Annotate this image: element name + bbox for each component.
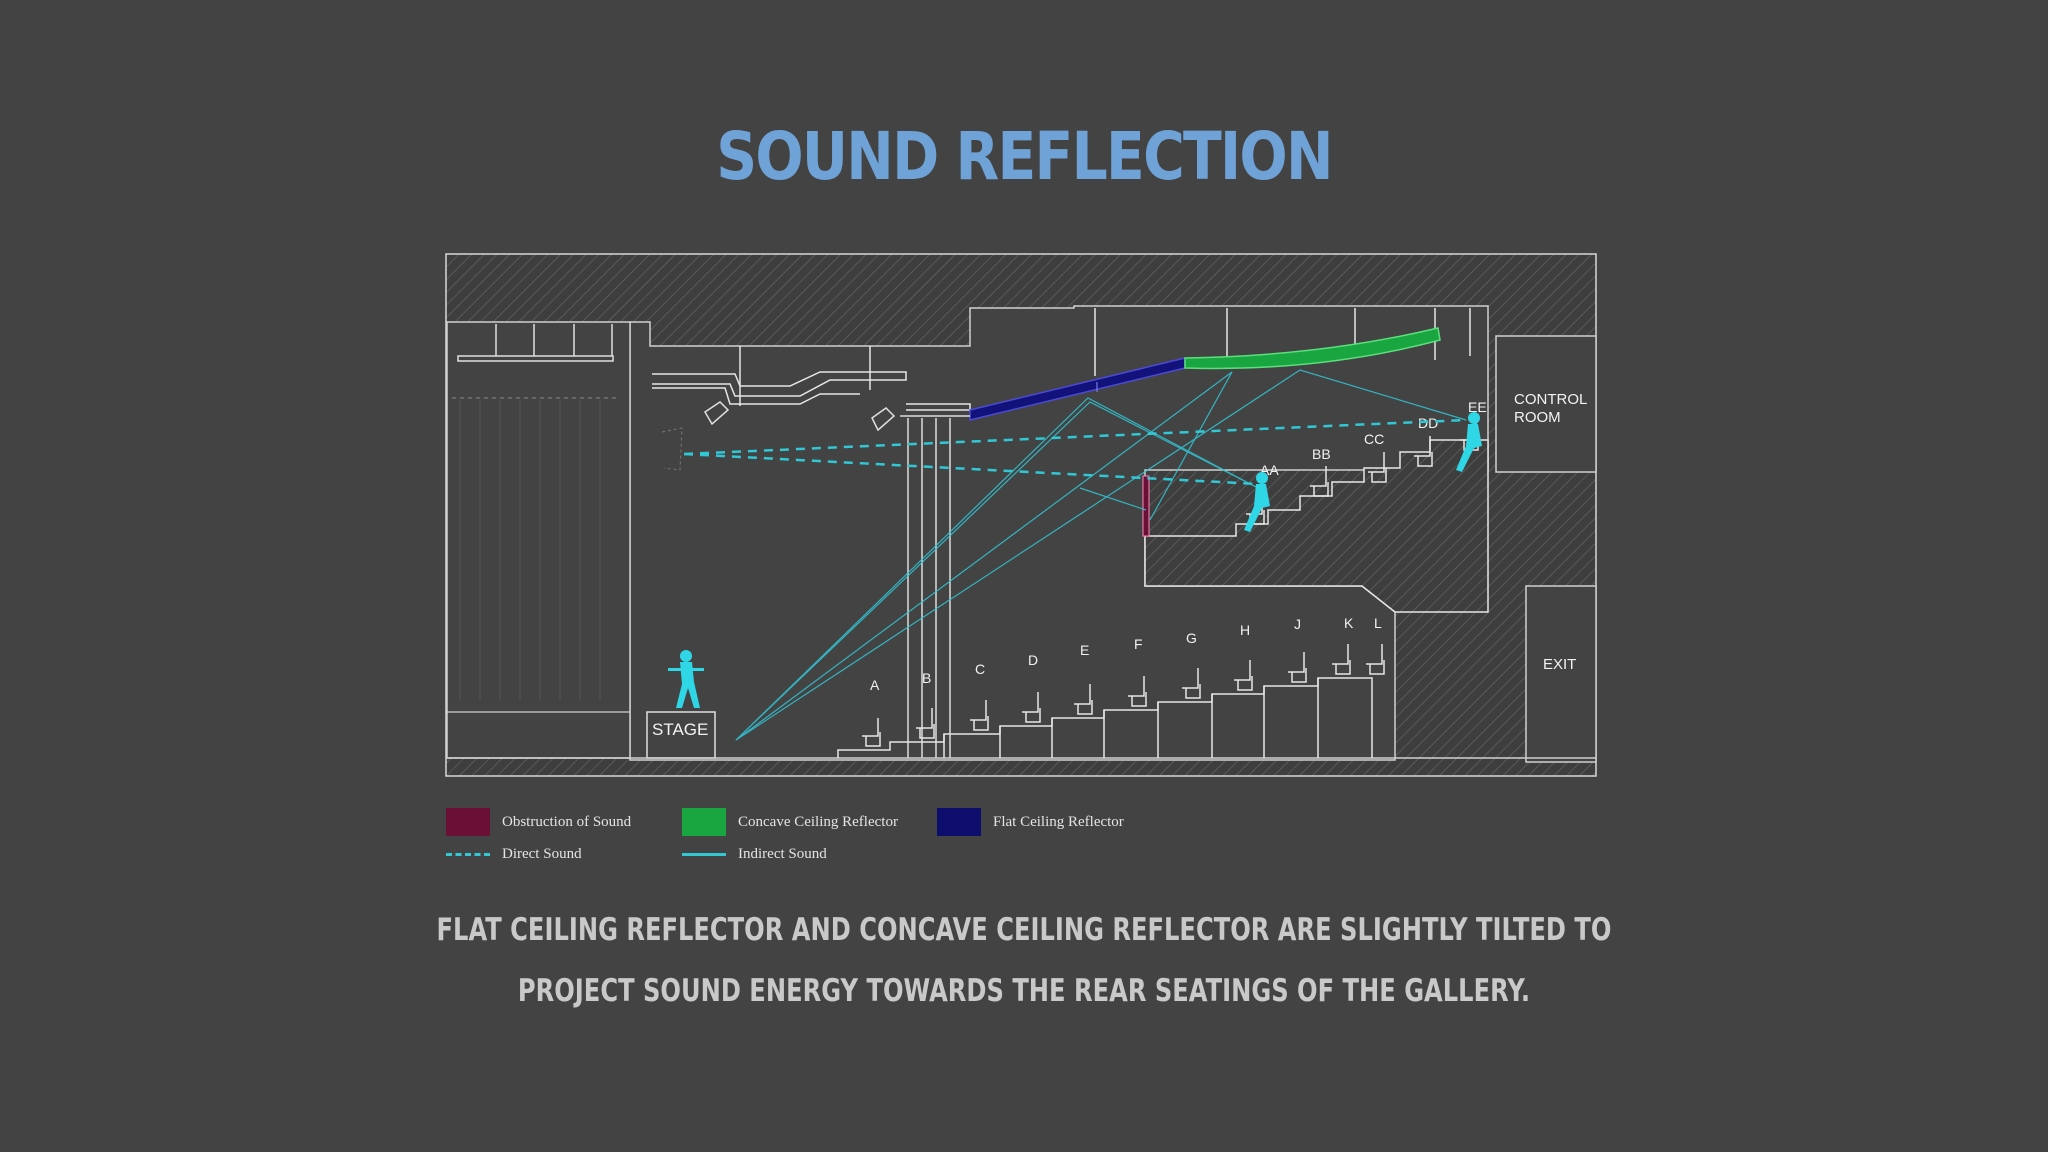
row-label-bb: BB (1312, 446, 1331, 462)
indirect-line-sample (682, 853, 726, 856)
legend-indirect: Indirect Sound (682, 846, 827, 863)
row-label-b: B (922, 670, 931, 686)
legend-direct-label: Direct Sound (502, 846, 582, 862)
row-label-j: J (1294, 616, 1301, 632)
balcony-structure (1144, 439, 1489, 613)
stage-label: STAGE (652, 720, 708, 739)
obstruction-of-sound (1142, 475, 1150, 537)
legend-flat: Flat Ceiling Reflector (937, 808, 1124, 836)
row-label-c: C (975, 661, 985, 677)
legend-flat-label: Flat Ceiling Reflector (993, 813, 1124, 830)
row-label-e: E (1080, 642, 1089, 658)
page-title: SOUND REFLECTION (716, 118, 1333, 195)
row-label-ee: EE (1468, 399, 1487, 415)
caption-line-2: PROJECT SOUND ENERGY TOWARDS THE REAR SE… (517, 973, 1531, 1009)
legend-obstruction-label: Obstruction of Sound (502, 813, 632, 830)
exit-door (1525, 585, 1597, 763)
concave-ceiling-reflector (1184, 327, 1441, 370)
legend-concave-label: Concave Ceiling Reflector (738, 813, 898, 830)
row-label-f: F (1134, 636, 1143, 652)
row-label-h: H (1240, 622, 1250, 638)
legend-indirect-label: Indirect Sound (738, 846, 827, 862)
control-room-label-2: ROOM (1514, 409, 1561, 426)
row-label-cc: CC (1364, 431, 1384, 447)
flat-swatch (937, 808, 981, 836)
direct-sound-rays (683, 418, 1467, 486)
legend-concave: Concave Ceiling Reflector (682, 808, 898, 836)
row-label-dd: DD (1418, 415, 1438, 431)
row-label-l: L (1374, 615, 1382, 631)
control-room-label: CONTROL (1514, 391, 1587, 408)
legend-direct: Direct Sound (446, 846, 582, 863)
legend: Obstruction of Sound Concave Ceiling Ref… (446, 808, 1346, 868)
row-label-k: K (1344, 615, 1354, 631)
concave-swatch (682, 808, 726, 836)
control-room (1495, 335, 1597, 473)
listener-figures (1244, 412, 1482, 532)
stage-platform (646, 711, 716, 759)
row-label-a: A (870, 677, 880, 693)
direct-line-sample (446, 853, 490, 856)
backstage-area (446, 321, 631, 759)
dancer-figure (668, 650, 704, 708)
legend-obstruction: Obstruction of Sound (446, 808, 631, 836)
lower-seating (837, 677, 1373, 758)
row-label-d: D (1028, 652, 1038, 668)
indirect-sound-rays (735, 369, 1467, 741)
row-label-g: G (1186, 630, 1197, 646)
caption-line-1: FLAT CEILING REFLECTOR AND CONCAVE CEILI… (436, 912, 1612, 948)
exit-label: EXIT (1543, 656, 1576, 673)
obstruction-swatch (446, 808, 490, 836)
